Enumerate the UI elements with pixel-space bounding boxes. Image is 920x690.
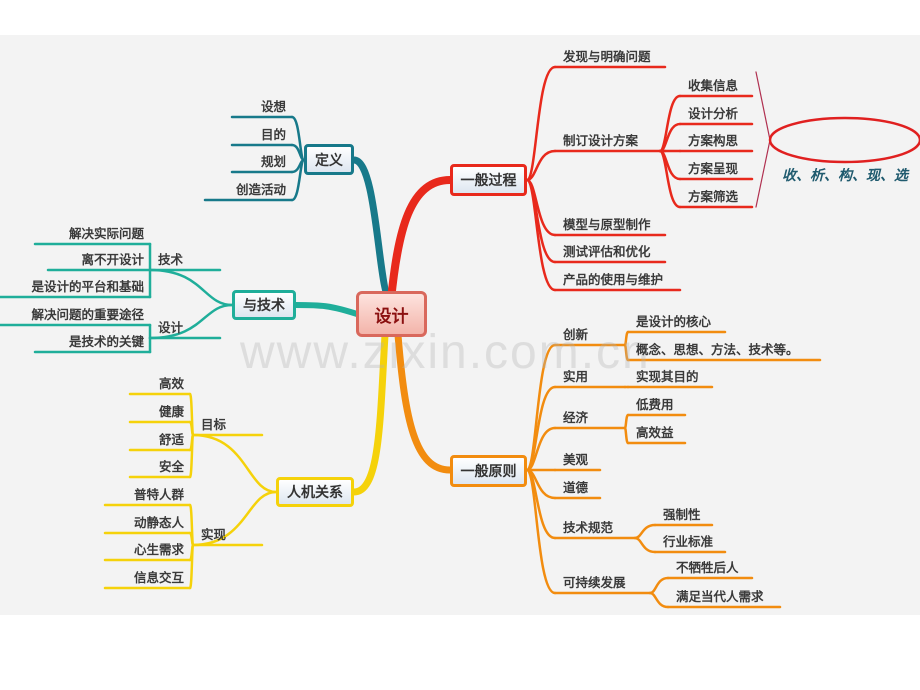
- principle-subitem[interactable]: 满足当代人需求: [676, 589, 764, 604]
- ergonomics-group[interactable]: 实现: [201, 527, 227, 542]
- definition-item-connector: [290, 115, 306, 162]
- tech-item[interactable]: 解决问题的重要途径: [31, 307, 144, 322]
- annotation-ellipse: [768, 116, 920, 164]
- process-subitem[interactable]: 收集信息: [688, 78, 739, 93]
- principle-item[interactable]: 可持续发展: [563, 575, 626, 590]
- principle-subitem[interactable]: 是设计的核心: [636, 314, 712, 329]
- principle-subitem-connector: [623, 426, 630, 445]
- principle-subitem[interactable]: 行业标准: [663, 534, 714, 549]
- tech-item[interactable]: 是设计的平台和基础: [31, 279, 144, 294]
- node-definition[interactable]: 定义: [304, 144, 354, 175]
- principle-item[interactable]: 美观: [563, 452, 589, 467]
- principle-subitem-connector: [648, 591, 670, 609]
- definition-item-connector: [290, 158, 306, 202]
- principle-item[interactable]: 经济: [563, 410, 589, 425]
- ergonomics-item[interactable]: 心生需求: [133, 542, 184, 557]
- ergonomics-item[interactable]: 动静态人: [133, 515, 184, 530]
- process-item[interactable]: 测试评估和优化: [563, 244, 651, 259]
- tech-item[interactable]: 是技术的关键: [68, 334, 144, 349]
- ergonomics-item-connector: [188, 433, 195, 479]
- principle-subitem-connector: [623, 413, 630, 430]
- branch-definition: [350, 156, 395, 304]
- principle-item-connector: [525, 468, 557, 595]
- principle-subitem-connector: [648, 576, 670, 595]
- process-subitem[interactable]: 设计分析: [688, 106, 739, 121]
- connector-lines: [0, 65, 920, 609]
- process-item[interactable]: 模型与原型制作: [563, 217, 651, 232]
- node-process[interactable]: 一般过程: [450, 164, 527, 196]
- process-item-connector: [525, 178, 557, 292]
- ergonomics-item[interactable]: 普特人群: [133, 487, 184, 502]
- principle-subitem-connector: [633, 536, 657, 554]
- ergonomics-group-connector: [191, 433, 278, 494]
- process-item[interactable]: 发现与明确问题: [563, 49, 651, 64]
- ergonomics-item[interactable]: 健康: [158, 404, 184, 419]
- branch-principles: [394, 331, 454, 474]
- process-item-connector: [525, 65, 557, 182]
- node-ergonomics[interactable]: 人机关系: [276, 477, 354, 507]
- node-principles[interactable]: 一般原则: [450, 455, 527, 487]
- principle-item[interactable]: 实用: [563, 369, 589, 384]
- branch-ergonomics: [350, 331, 389, 496]
- ergonomics-item[interactable]: 舒适: [158, 432, 184, 447]
- definition-item[interactable]: 设想: [260, 99, 286, 114]
- definition-item[interactable]: 创造活动: [235, 182, 286, 197]
- branch-tech: [293, 302, 363, 318]
- tech-item[interactable]: 解决实际问题: [68, 226, 144, 241]
- tech-group[interactable]: 设计: [158, 320, 184, 335]
- ergonomics-item[interactable]: 高效: [158, 376, 184, 391]
- process-subitem-connector: [658, 122, 682, 153]
- ergonomics-item-connector: [188, 543, 195, 590]
- process-item[interactable]: 制订设计方案: [563, 133, 639, 148]
- bracket: [755, 71, 771, 208]
- mind-map-canvas: www.zixin.com.cn 收、析、构、现、选 设想目的规划创造活动 发现与…: [0, 35, 920, 615]
- principle-subitem-connector: [623, 343, 630, 362]
- principle-subitem[interactable]: 实现其目的: [636, 369, 699, 384]
- tech-group-connector: [148, 268, 234, 307]
- process-subitem[interactable]: 方案筛选: [688, 189, 739, 204]
- principle-subitem[interactable]: 低费用: [636, 397, 674, 412]
- branch-process: [387, 176, 454, 304]
- definition-item[interactable]: 目的: [260, 127, 286, 142]
- ergonomics-group[interactable]: 目标: [201, 417, 227, 432]
- node-tech[interactable]: 与技术: [232, 290, 296, 320]
- process-item-connector: [525, 149, 557, 182]
- principle-item[interactable]: 道德: [563, 480, 589, 495]
- principle-subitem[interactable]: 高效益: [636, 425, 674, 440]
- principle-item[interactable]: 技术规范: [563, 520, 614, 535]
- tech-group-connector: [148, 303, 234, 340]
- principle-subitem-connector: [633, 523, 657, 540]
- process-subitem[interactable]: 方案呈现: [688, 161, 739, 176]
- principle-item[interactable]: 创新: [563, 327, 589, 342]
- principle-subitem[interactable]: 不牺牲后人: [676, 560, 739, 575]
- node-center[interactable]: 设计: [356, 291, 427, 337]
- principle-subitem[interactable]: 强制性: [663, 507, 701, 522]
- definition-item[interactable]: 规划: [260, 154, 286, 169]
- ergonomics-group-connector: [191, 490, 278, 547]
- tech-item[interactable]: 离不开设计: [81, 252, 144, 267]
- process-subitem[interactable]: 方案构思: [688, 133, 739, 148]
- process-annotation: 收、析、构、现、选: [782, 168, 908, 184]
- process-subitem-connector: [658, 149, 682, 209]
- process-item[interactable]: 产品的使用与维护: [563, 272, 664, 287]
- principle-subitem[interactable]: 概念、思想、方法、技术等。: [636, 342, 799, 357]
- watermark: www.zixin.com.cn: [240, 326, 651, 379]
- tech-group[interactable]: 技术: [158, 252, 184, 267]
- ergonomics-item[interactable]: 安全: [158, 459, 184, 474]
- ergonomics-item[interactable]: 信息交互: [133, 570, 184, 585]
